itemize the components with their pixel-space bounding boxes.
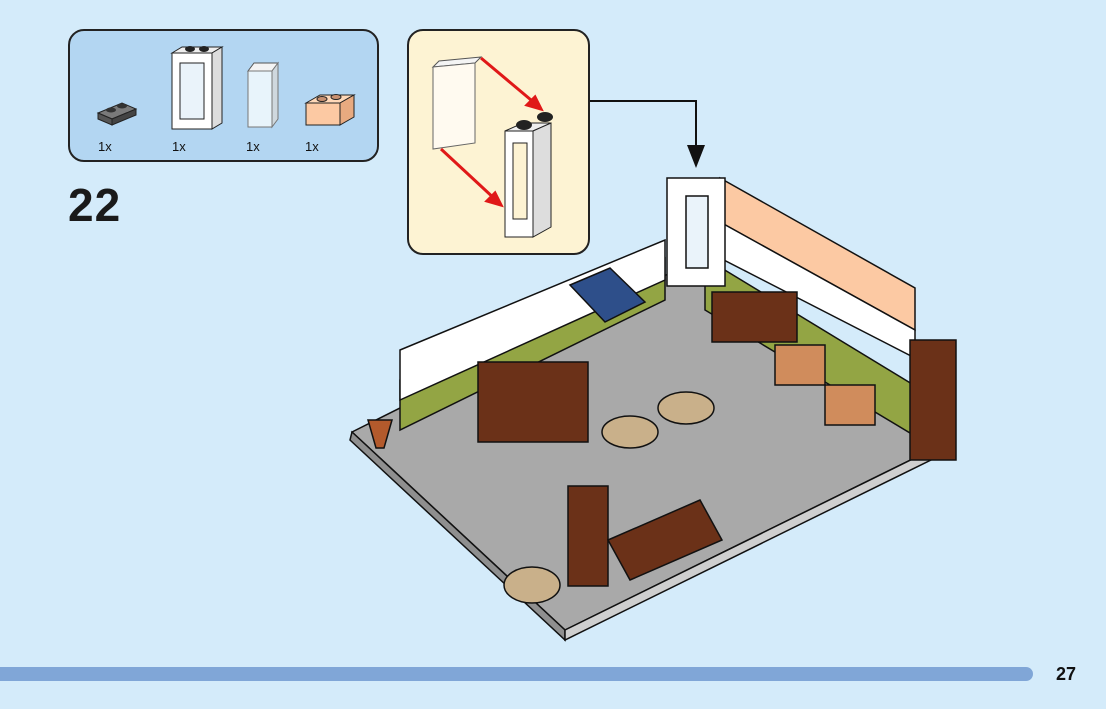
part-qty: 1x [172,139,186,154]
part-window-glass [247,61,279,129]
nougat-bricks [774,344,826,386]
part-nougat-brick [304,94,356,126]
sub-assembly-callout [407,29,590,255]
brown-pillar-front [567,485,609,587]
brown-pillar-right [909,339,957,461]
sub-assembly-illustration [431,56,553,238]
round-tile [503,566,561,604]
window-frame [504,112,553,238]
brown-tiles [606,499,724,581]
glass-pane [431,56,483,150]
part-qty: 1x [98,139,112,154]
cone [367,419,393,449]
brown-counter [477,361,589,443]
part-qty: 1x [246,139,260,154]
insert-arrow-icon [439,56,544,208]
main-model-illustration [349,176,957,642]
connector-arrow-icon [590,100,705,168]
page-number: 27 [1056,664,1077,684]
parts-illustrations [96,46,356,130]
footer-bar [0,667,1033,681]
brown-block [711,291,798,343]
blue-slope [568,267,647,323]
part-dark-gray-plate [96,102,138,126]
parts-list-callout: 1x 1x 1x 1x [68,29,379,162]
part-qty: 1x [305,139,319,154]
step-number: 22 [68,179,122,231]
part-window-frame [170,46,224,130]
